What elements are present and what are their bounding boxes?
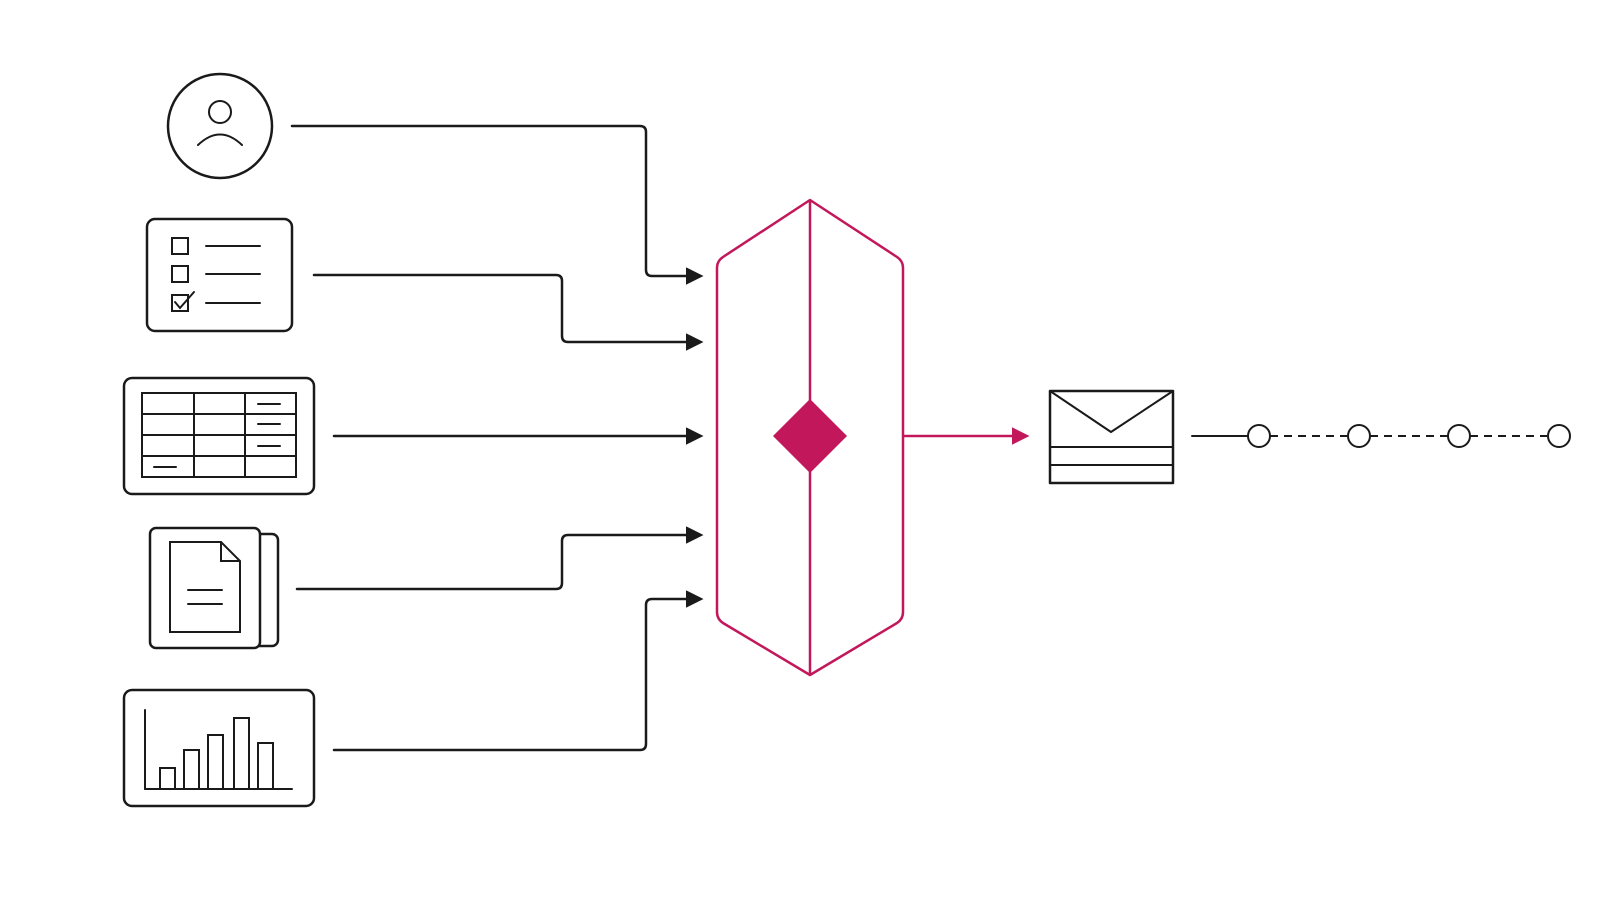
diamond-icon (773, 399, 847, 473)
connector-user (290, 124, 704, 285)
connector-document (295, 526, 704, 591)
pipeline-node (1247, 424, 1271, 448)
envelope-icon (1048, 389, 1175, 485)
connector-chart (332, 590, 704, 752)
pipeline-track (1191, 424, 1571, 448)
connector-checklist (312, 273, 704, 351)
pipeline-node (1447, 424, 1471, 448)
table-grid-icon (122, 376, 316, 496)
hexagon-hub-icon (715, 198, 905, 677)
pipeline-node (1347, 424, 1371, 448)
checklist-icon (145, 217, 294, 333)
pipeline-node (1547, 424, 1571, 448)
bar-chart-icon (122, 688, 316, 808)
document-stack-icon (148, 526, 280, 650)
user-circle-icon (166, 72, 274, 180)
